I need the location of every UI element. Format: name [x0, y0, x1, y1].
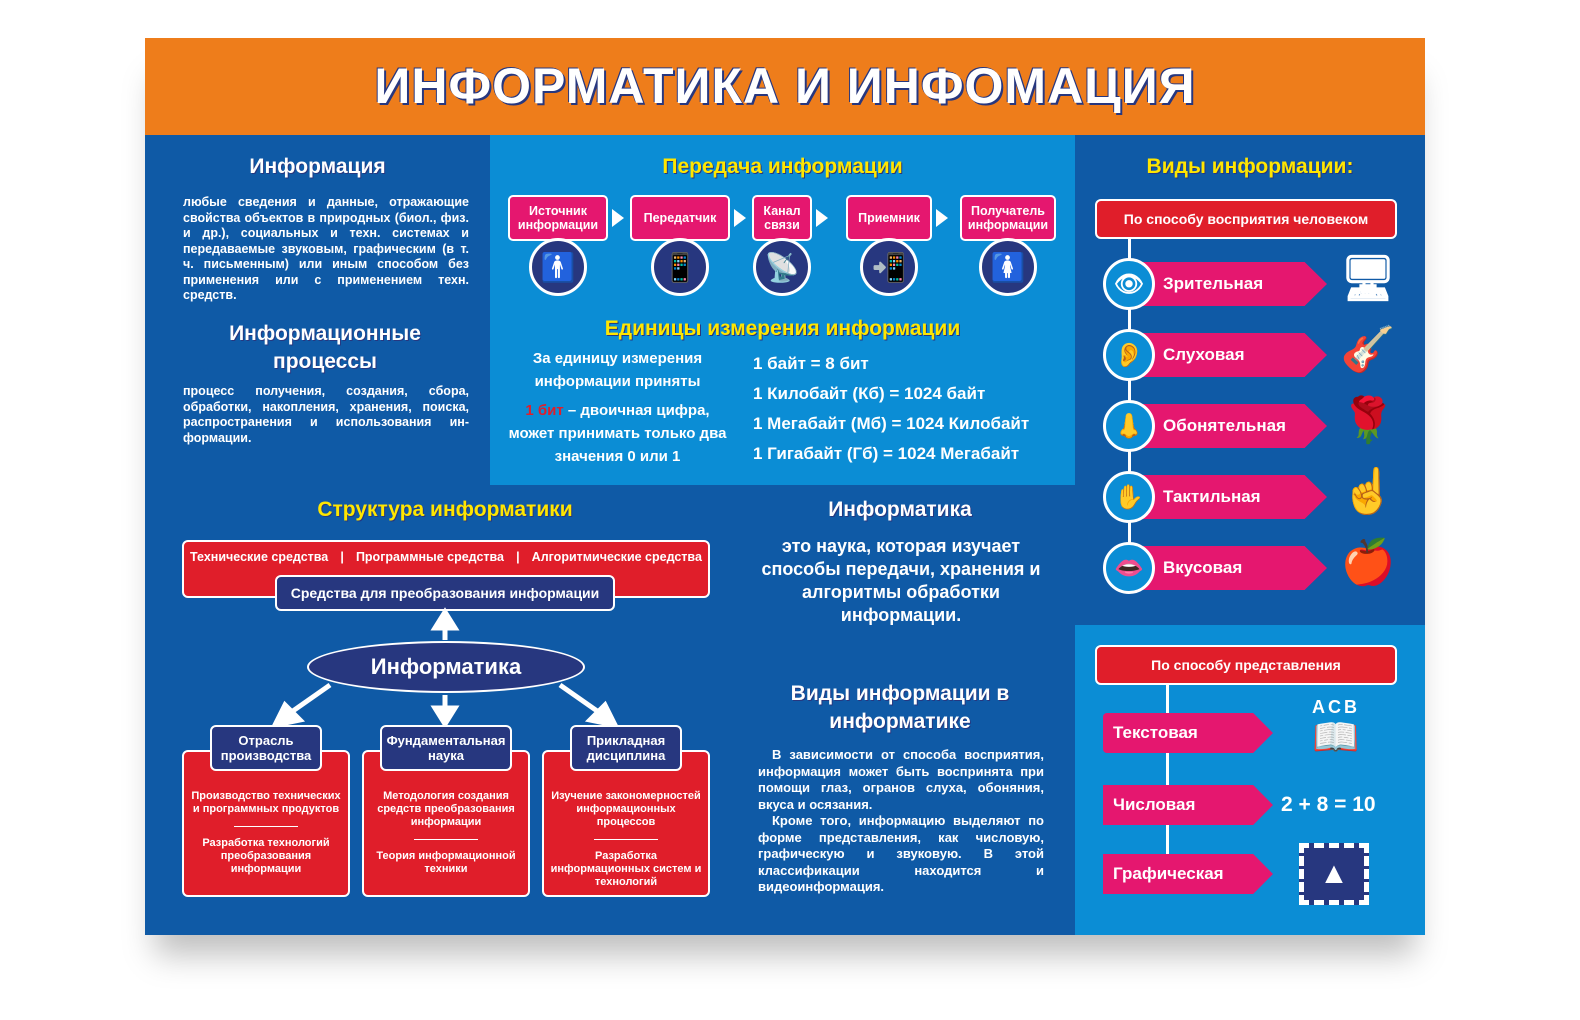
number-example: 2 + 8 = 10 [1281, 793, 1376, 816]
guitar-icon: 🎸 [1340, 325, 1396, 374]
structure-arrows [270, 607, 620, 729]
info-panel: Информация любые сведения и данные, отра… [145, 135, 490, 485]
arrow-up [430, 607, 460, 631]
unit-item: 1 Килобайт (Кб) = 1024 байт [753, 384, 986, 403]
woman-icon: 🚺 [979, 238, 1037, 296]
transfer-step: Канал связи [752, 195, 812, 241]
kind-perception: Тактильная [1135, 475, 1327, 519]
monitor-person-icon: 🖥 [1340, 254, 1396, 303]
kind-perception: Вкусовая [1135, 546, 1327, 590]
bit-label: 1 бит [525, 402, 564, 419]
units-heading: Единицы измерения информации [604, 317, 961, 340]
transfer-step: Передатчик [630, 195, 730, 241]
kinds-in-heading: Виды информации в информатике [790, 682, 1010, 733]
arrow-right [584, 700, 620, 729]
nose-icon: 👃 [1103, 400, 1155, 452]
branch-b: Разработка технологий преобразования инф… [202, 837, 330, 875]
picture-stamp-icon: ▲ [1299, 843, 1369, 905]
branch-title: Отрасль производства [210, 725, 322, 771]
apple-icon: 🍎 [1340, 538, 1396, 587]
hand-icon: ✋ [1103, 471, 1155, 523]
representation-panel: По способу представления Текстовая ACB 📖… [1075, 625, 1425, 935]
transfer-step: Источник информации [508, 195, 608, 241]
means-item: Алгоритмические средства [531, 550, 702, 564]
branch-b: Теория информационной техники [376, 850, 516, 875]
informatics-heading: Информатика [828, 498, 972, 521]
means-item: Технические средства [190, 550, 329, 564]
man-icon: 🚹 [529, 238, 587, 296]
transfer-step: Приемник [846, 195, 932, 241]
processes-heading: Информационные процессы [229, 322, 421, 373]
arrow-left [270, 700, 306, 729]
branch-box: Производство технических и программных п… [182, 750, 350, 897]
kind-graphic: Графическая [1103, 854, 1273, 894]
kinds-panel: Виды информации: По способу восприятия ч… [1075, 135, 1425, 625]
eye-icon: 👁 [1103, 258, 1155, 310]
branch-box: Методология создания средств преобразова… [362, 750, 530, 897]
arrow-right-icon [612, 209, 624, 227]
units-intro-text: За единицу измерения информации приняты [532, 350, 703, 390]
unit-item: 1 Гигабайт (Гб) = 1024 Мегабайт [753, 444, 1020, 463]
book-icon: ACB 📖 [1301, 697, 1371, 758]
rose-icon: 🌹 [1340, 396, 1396, 445]
arrow-right-icon [816, 209, 828, 227]
branch-a: Производство технических и программных п… [191, 790, 341, 815]
info-text: любые сведения и данные, отражающие свой… [183, 195, 469, 302]
branch-title: Фундаментальная наука [380, 725, 512, 771]
kinds-in-p2: Кроме того, информацию выделяют по форме… [758, 813, 1044, 894]
units-list: 1 байт = 8 бит 1 Килобайт (Кб) = 1024 ба… [753, 349, 1029, 469]
poster-title: ИНФОРМАТИКА И ИНФОМАЦИЯ [145, 38, 1425, 135]
kind-perception: Зрительная [1135, 262, 1327, 306]
transfer-step: Получатель информации [960, 195, 1056, 241]
book-letters: ACB [1312, 697, 1360, 717]
kinds-in-p1: В зависимости от способа восприятия, инф… [758, 747, 1044, 812]
lips-icon: 👄 [1103, 542, 1155, 594]
bit-desc: – двоичная цифра, может принимать только… [508, 402, 727, 465]
kind-perception: Обонятельная [1135, 404, 1327, 448]
structure-heading: Структура информатики [317, 498, 573, 521]
phone-signal-icon: 📱 [651, 238, 709, 296]
processes-text: процесс получения, создания, сбора, обра… [183, 384, 469, 445]
info-heading: Информация [249, 155, 386, 178]
arrow-right-icon [936, 209, 948, 227]
branch-title: Прикладная дисциплина [570, 725, 682, 771]
transfer-heading: Передача информации [662, 155, 903, 178]
means-item: Программные средства [355, 550, 504, 564]
unit-item: 1 байт = 8 бит [753, 354, 869, 373]
representation-title: По способу представления [1095, 645, 1397, 685]
ear-icon: 👂 [1103, 329, 1155, 381]
unit-item: 1 Мегабайт (Мб) = 1024 Килобайт [753, 414, 1030, 433]
finger-press-icon: ☝ [1340, 467, 1396, 516]
antenna-icon: 📡 [753, 238, 811, 296]
arrow-right-icon [734, 209, 746, 227]
kinds-in-text: В зависимости от способа восприятия, инф… [758, 747, 1044, 896]
informatics-text: это наука, которая изучает способы перед… [761, 536, 1041, 625]
informatics-ellipse: Информатика [307, 641, 585, 693]
kind-number: Числовая [1103, 785, 1273, 825]
arrow-down [430, 705, 460, 729]
perception-title: По способу восприятия человеком [1095, 199, 1397, 239]
branch-b: Разработка информационных систем и техно… [550, 850, 702, 888]
phone-ringing-icon: 📲 [860, 238, 918, 296]
units-intro: За единицу измерения информации приняты … [505, 347, 730, 468]
branch-a: Методология создания средств преобразова… [377, 790, 515, 828]
transfer-panel: Передача информации Источник информации🚹… [490, 135, 1075, 485]
kind-perception: Слуховая [1135, 333, 1327, 377]
branch-a: Изучение закономерностей информационных … [551, 790, 701, 828]
kind-text: Текстовая [1103, 713, 1273, 753]
kinds-heading: Виды информации: [1146, 155, 1354, 178]
branch-box: Изучение закономерностей информационных … [542, 750, 710, 897]
